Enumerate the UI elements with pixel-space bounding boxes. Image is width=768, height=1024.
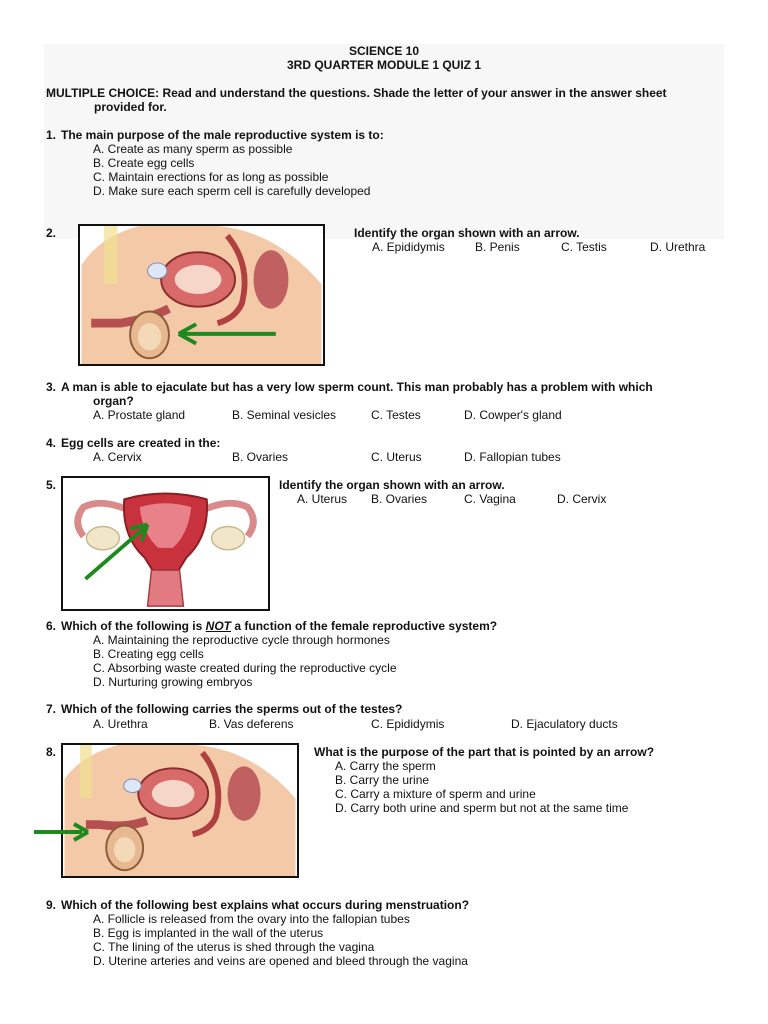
q4-option-d[interactable]: D. Fallopian tubes — [464, 450, 561, 464]
q5-option-b[interactable]: B. Ovaries — [371, 492, 428, 506]
q7-question: Which of the following carries the sperm… — [61, 702, 403, 716]
q7-option-c[interactable]: C. Epididymis — [371, 717, 445, 731]
q8-option-b[interactable]: B. Carry the urine — [335, 773, 430, 787]
q8-option-c[interactable]: C. Carry a mixture of sperm and urine — [335, 787, 536, 801]
q3-option-d[interactable]: D. Cowper's gland — [464, 408, 562, 422]
q1-question: The main purpose of the male reproductiv… — [61, 128, 384, 142]
q6-option-b[interactable]: B. Creating egg cells — [93, 647, 204, 661]
q1-number: 1. — [46, 128, 57, 142]
q8-question: What is the purpose of the part that is … — [314, 745, 655, 759]
q1-option-b[interactable]: B. Create egg cells — [93, 156, 195, 170]
instructions-line-2: provided for. — [94, 100, 167, 114]
female-anatomy-figure — [61, 476, 270, 611]
q7-option-a[interactable]: A. Urethra — [93, 717, 148, 731]
q7-number: 7. — [46, 702, 57, 716]
q2-number: 2. — [46, 226, 57, 240]
q2-option-b[interactable]: B. Penis — [475, 240, 520, 254]
q8-pointer-arrow — [34, 822, 89, 842]
q9-number: 9. — [46, 898, 57, 912]
q5-option-c[interactable]: C. Vagina — [464, 492, 516, 506]
q6-number: 6. — [46, 619, 57, 633]
male-anatomy-figure-2 — [61, 743, 299, 878]
q6-option-d[interactable]: D. Nurturing growing embryos — [93, 675, 253, 689]
q2-option-d[interactable]: D. Urethra — [650, 240, 706, 254]
q5-number: 5. — [46, 478, 57, 492]
q5-option-a[interactable]: A. Uterus — [297, 492, 348, 506]
q9-option-d[interactable]: D. Uterine arteries and veins are opened… — [93, 954, 468, 968]
q4-option-a[interactable]: A. Cervix — [93, 450, 142, 464]
q6-question-prefix: Which of the following is — [61, 619, 203, 633]
q9-option-a[interactable]: A. Follicle is released from the ovary i… — [93, 912, 410, 926]
subject-title: SCIENCE 10 — [348, 44, 420, 58]
q6-question-emphasis: NOT — [205, 619, 232, 633]
q1-option-c[interactable]: C. Maintain erections for as long as pos… — [93, 170, 329, 184]
q7-option-b[interactable]: B. Vas deferens — [209, 717, 294, 731]
q3-question-line-2: organ? — [93, 394, 134, 408]
instructions-line-1: MULTIPLE CHOICE: Read and understand the… — [46, 86, 667, 100]
male-anatomy-illustration — [81, 226, 322, 364]
q8-number: 8. — [46, 745, 57, 759]
q3-option-c[interactable]: C. Testes — [371, 408, 421, 422]
q9-question: Which of the following best explains wha… — [61, 898, 470, 912]
q6-option-c[interactable]: C. Absorbing waste created during the re… — [93, 661, 397, 675]
q3-question-line-1: A man is able to ejaculate but has a ver… — [61, 380, 653, 394]
q2-option-a[interactable]: A. Epididymis — [372, 240, 445, 254]
q8-option-a[interactable]: A. Carry the sperm — [335, 759, 436, 773]
q2-question: Identify the organ shown with an arrow. — [354, 226, 580, 240]
q1-option-d[interactable]: D. Make sure each sperm cell is carefull… — [93, 184, 371, 198]
q6-question-suffix: a function of the female reproductive sy… — [234, 619, 498, 633]
q5-option-d[interactable]: D. Cervix — [557, 492, 607, 506]
q9-option-b[interactable]: B. Egg is implanted in the wall of the u… — [93, 926, 324, 940]
q3-option-b[interactable]: B. Seminal vesicles — [232, 408, 337, 422]
q3-number: 3. — [46, 380, 57, 394]
q7-option-d[interactable]: D. Ejaculatory ducts — [511, 717, 618, 731]
q8-option-d[interactable]: D. Carry both urine and sperm but not at… — [335, 801, 629, 815]
q4-option-b[interactable]: B. Ovaries — [232, 450, 289, 464]
q6-question: Which of the following is NOT a function… — [61, 619, 497, 633]
q1-option-a[interactable]: A. Create as many sperm as possible — [93, 142, 293, 156]
q4-question: Egg cells are created in the: — [61, 436, 221, 450]
q6-option-a[interactable]: A. Maintaining the reproductive cycle th… — [93, 633, 390, 647]
shaded-region — [44, 44, 724, 239]
male-anatomy-illustration-2 — [64, 745, 296, 876]
q4-number: 4. — [46, 436, 57, 450]
q5-question: Identify the organ shown with an arrow. — [279, 478, 505, 492]
q4-option-c[interactable]: C. Uterus — [371, 450, 422, 464]
quiz-title: 3RD QUARTER MODULE 1 QUIZ 1 — [286, 58, 481, 72]
q3-option-a[interactable]: A. Prostate gland — [93, 408, 186, 422]
q9-option-c[interactable]: C. The lining of the uterus is shed thro… — [93, 940, 375, 954]
q2-option-c[interactable]: C. Testis — [561, 240, 607, 254]
uterus-illustration — [64, 478, 267, 609]
male-anatomy-figure — [78, 224, 325, 366]
